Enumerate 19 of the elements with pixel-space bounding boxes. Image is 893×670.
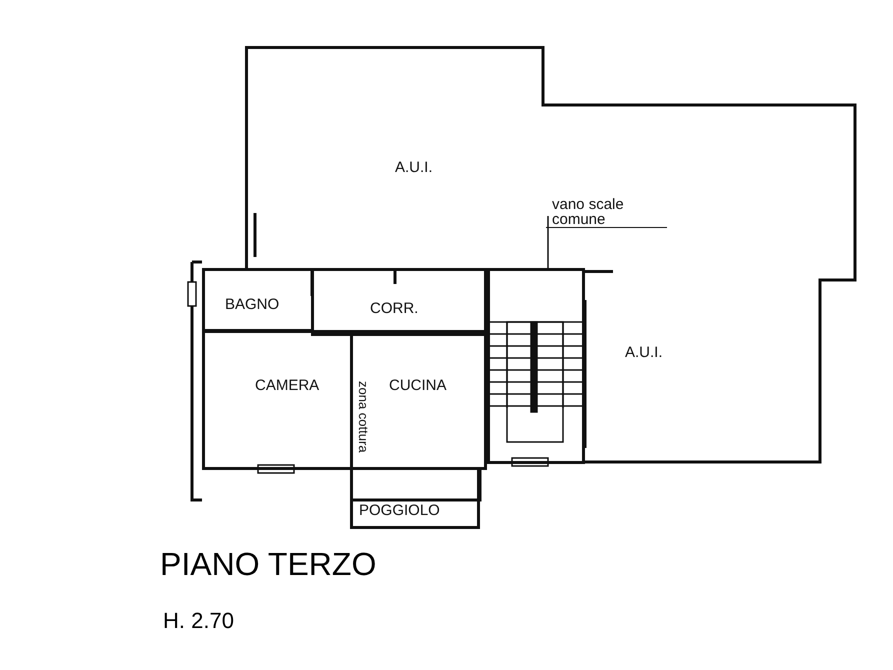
- room-label: A.U.I.: [395, 160, 433, 175]
- room-outline: [350, 330, 487, 470]
- room-outline: [311, 268, 487, 336]
- room-label: BAGNO: [225, 297, 280, 312]
- room-label: CUCINA: [389, 378, 447, 393]
- room-outline: [350, 467, 480, 529]
- leader-line: [547, 216, 549, 270]
- room-outline: [202, 330, 353, 470]
- room-label: vano scale comune: [546, 197, 667, 228]
- plan-title: PIANO TERZO: [160, 548, 376, 580]
- ceiling-height-note: H. 2.70: [163, 610, 234, 632]
- stairwell: [487, 268, 585, 464]
- room-label: CAMERA: [255, 378, 320, 393]
- room-outline: [202, 268, 314, 332]
- room-outline: [583, 270, 857, 464]
- room-label: POGGIOLO: [359, 503, 440, 518]
- room-label: CORR.: [370, 301, 418, 316]
- area-note: zona cottura: [357, 381, 370, 453]
- room-label: A.U.I.: [625, 345, 663, 360]
